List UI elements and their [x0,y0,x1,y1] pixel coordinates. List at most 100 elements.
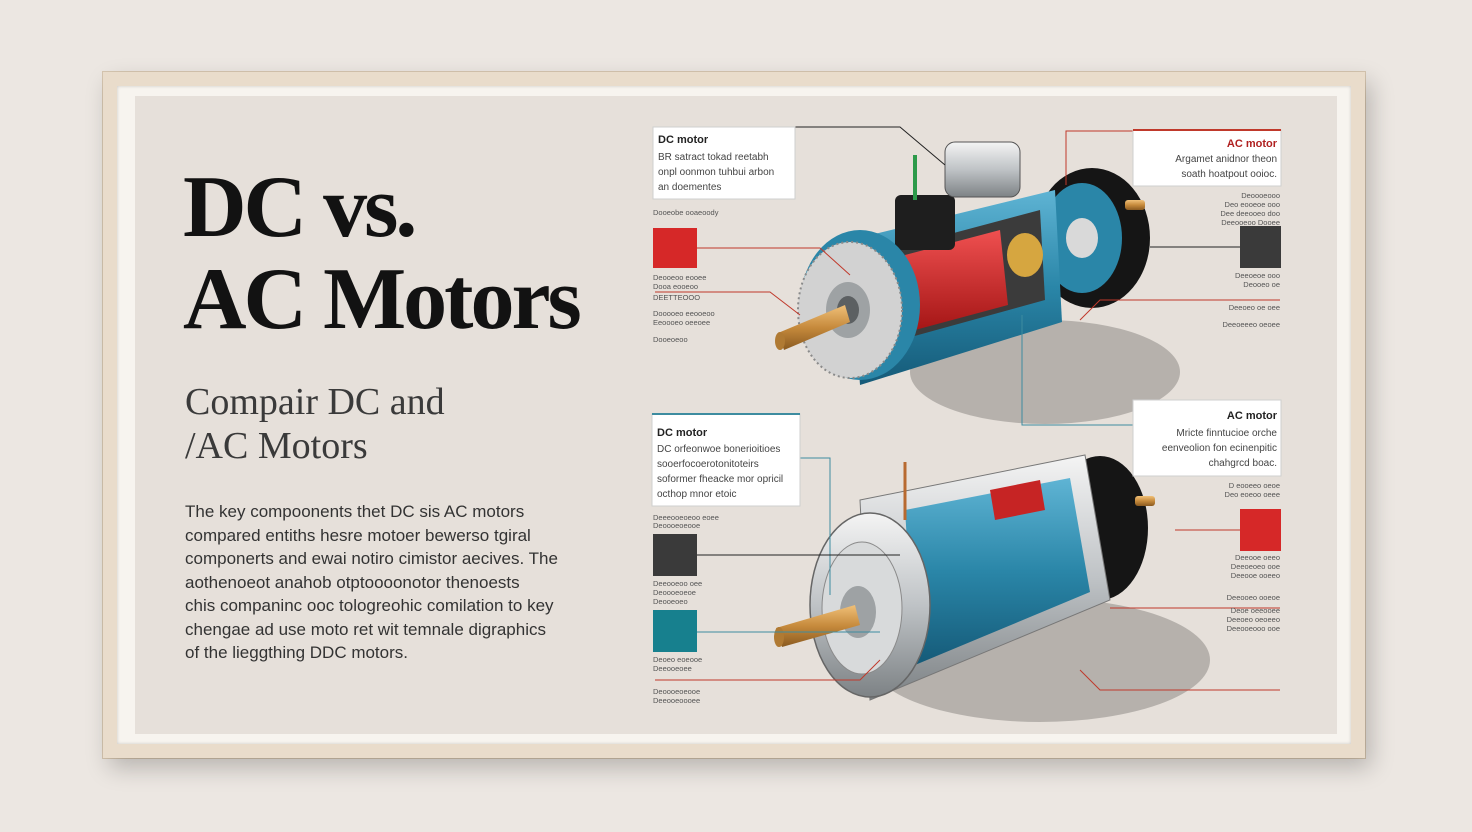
annotation-label: Deeooeoooee [653,696,700,705]
annotation-label: Deooeoeo [653,597,688,606]
annotation-label: Deoooeooo [1241,191,1280,200]
callout-line: octhop mnor etoic [657,489,737,500]
annotation-label: Deeooeo ooeoe [1227,593,1280,602]
annotations-top-left: Dooeobe ooaeoody Deooeoo eooee Dooa eooe… [653,208,719,344]
annotation-label: D eooeeo oeoe [1229,481,1280,490]
top-motor-commutator [1007,233,1043,277]
callout-line: Mricte finntucioe orche [1176,428,1277,439]
annotation-label: Deooeoo eooee [653,273,706,282]
leader-bottom-left-low [655,659,881,681]
bottom-motor-shaft-tip [774,627,784,647]
annotation-label: Deeooe ooeeo [1231,571,1280,580]
annotations-bottom-left: Deeeooeoeoo eoee Deoooeoeooe Deeooeoo oe… [653,513,719,705]
swatch-dark-bottom-left [653,534,697,576]
swatch-teal-bottom-left [653,610,697,652]
annotation-label: Deeooeoee [653,664,692,673]
body-line: componerts and ewai notiro cimistor aeci… [185,549,558,568]
annotation-label: Deoooeoeoe [653,588,696,597]
annotation-label: Deeoeo oe oee [1229,303,1280,312]
annotation-label: Deeoeo oeoeeo [1227,615,1280,624]
top-motor-rear-bearing [1066,218,1098,258]
body-line: The key compoonents thet DC sis AC motor… [185,502,525,521]
body-paragraph: The key compoonents thet DC sis AC motor… [185,500,585,665]
annotation-label: Deeoeeeo oeoee [1222,320,1280,329]
callout-line: chahgrcd boac. [1209,458,1277,469]
annotations-bottom-right: D eooeeo oeoe Deo eoeoo oeee Deeooe oeeo… [1225,481,1280,633]
swatch-red-bottom-right [1240,509,1281,551]
callout-line: DC orfeonwoe bonerioitioes [657,444,780,455]
callout-line: Argamet anidnor theon [1175,154,1277,165]
annotation-label: Deoe oeeooee [1231,606,1280,615]
leader-bottom-dc-box [800,457,831,595]
top-motor-brush-housing [944,141,1021,198]
leader-top-dc-box [795,126,946,166]
top-motor [775,141,1180,424]
annotation-label: Deeoeoeo ooe [1231,562,1280,571]
body-line: chis companinc ooc tologreohic comilatio… [185,596,554,615]
top-motor-shaft [778,305,850,350]
leader-top-ac-box [1065,130,1133,185]
annotations-top-right: Deoooeooo Deo eooeoe ooo Dee deeooeo doo… [1220,191,1280,329]
bottom-motor-blue-stator [905,478,1090,665]
top-motor-shaft-tip [775,332,785,350]
body-line: of the lieggthing DDC motors. [185,643,408,662]
swatch-dark-top-right [1240,226,1281,268]
annotation-label: Deoooeoeooe [653,687,700,696]
subtitle-line-2: /AC Motors [185,425,368,467]
annotation-label: DEETTEOOO [653,293,700,302]
annotation-label: Deeooeoo Dooee [1221,218,1280,227]
callout-line: soath hoatpout ooioc. [1181,169,1277,180]
top-motor-rear-shaft [1125,200,1145,210]
leader-bottom-right-low [1079,669,1280,691]
leader-top-right-low [1079,299,1280,321]
callout-line: eenveolion fon ecinenpitic [1162,443,1277,454]
callout-bottom-ac: AC motor Mricte finntucioe orche eenveol… [1132,399,1282,477]
top-motor-terminal-block [895,195,955,250]
callout-line: BR satract tokad reetabh [658,152,769,163]
callout-title: AC motor [1227,138,1278,150]
annotation-label: Deoooeoeooe [653,521,700,530]
body-line: chengae ad use moto ret wit temnale digr… [185,619,546,639]
annotation-label: Deo eooeoe ooo [1225,200,1280,209]
callout-line: soformer fheacke mor opricil [657,474,783,485]
leader-top-left-mid [655,291,801,316]
annotation-label: Dooeoeoo [653,335,688,344]
callout-top-dc: DC motor BR satract tokad reetabh onpl o… [652,126,796,200]
callout-title: DC motor [658,134,709,146]
bottom-motor-rear-shaft [1135,496,1155,506]
bottom-motor-shaft [776,605,860,647]
annotation-label: Eeoooeo oeeoee [653,318,710,327]
headline-line-1: DC vs. [183,159,417,256]
annotation-label: Dee deeooeo doo [1220,209,1280,218]
bottom-motor-red-coil [990,480,1045,520]
annotation-label: Deo eoeoo oeee [1225,490,1280,499]
annotation-label: Deeooeooo ooe [1227,624,1280,633]
subtitle: Compair DC and /AC Motors [185,380,525,468]
subtitle-line-1: Compair DC and [185,381,445,423]
annotation-label: Deooeo oe [1243,280,1280,289]
callout-title: AC motor [1227,410,1278,422]
annotation-label: Deeooe oeeo [1235,553,1280,562]
annotation-label: Dooooeo eeooeoo [653,309,715,318]
annotation-label: Dooa eooeoo [653,282,698,291]
callout-line: sooerfocoerotonitoteirs [657,459,759,470]
callout-top-ac: AC motor Argamet anidnor theon soath hoa… [1132,129,1282,187]
leader-top-to-ac-bottom [1021,315,1133,426]
callout-title: DC motor [657,427,708,439]
annotation-label: Deoeo eoeooe [653,655,702,664]
annotation-label: Dooeobe ooaeoody [653,208,719,217]
leader-lines [655,126,1280,691]
annotation-label: Deeoeoe ooo [1235,271,1280,280]
callout-line: onpl oonmon tuhbui arbon [658,167,774,178]
leader-top-red-swatch [697,247,851,276]
headline: DC vs. AC Motors [183,159,582,348]
top-motor-red-winding [905,230,1008,330]
swatch-red-top-left [653,228,697,268]
annotation-label: Deeooeoo oee [653,579,702,588]
body-line: aothenoeot anahob otptoooonotor thenoest… [185,572,520,592]
body-line: compared entiths hesre motoer bewerso tg… [185,525,531,545]
callout-bottom-dc: DC motor DC orfeonwoe bonerioitioes sooe… [651,413,801,507]
headline-line-2: AC Motors [183,251,582,348]
callout-line: an doementes [658,182,721,193]
